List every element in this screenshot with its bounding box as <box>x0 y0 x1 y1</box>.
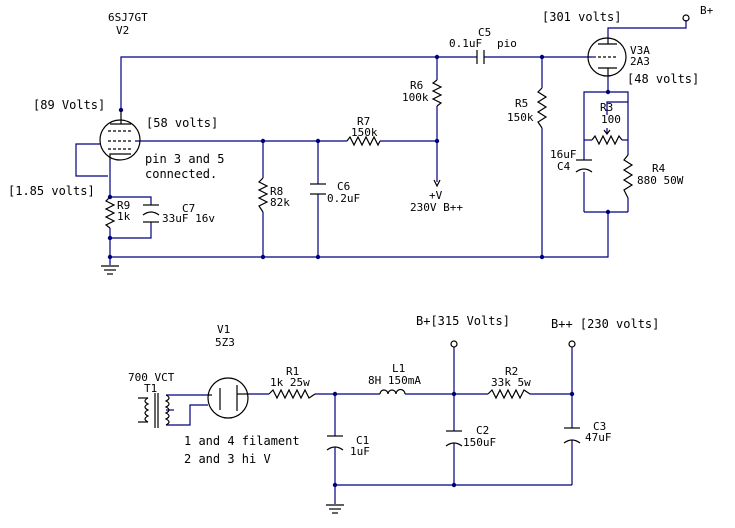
r8-value: 82k <box>270 196 290 209</box>
r7-value: 150k <box>351 126 378 139</box>
labels-stage: 6SJ7GT V2 [89 Volts] [58 volts] [1.85 vo… <box>8 4 714 225</box>
r4-value: 880 50W <box>637 174 684 187</box>
tube-v3-symbol <box>587 37 627 77</box>
c6-value: 0.2uF <box>327 192 360 205</box>
supply-230v-label: 230V B++ <box>410 201 463 214</box>
r8-ref: R8 <box>270 185 283 198</box>
terminal-230v-symbol <box>433 179 441 188</box>
v3-type: 2A3 <box>630 55 650 68</box>
r1-ref: R1 <box>286 365 299 378</box>
bplus-label: B+ <box>700 4 714 17</box>
resistor-r7-symbol <box>346 135 381 147</box>
c1-value: 1uF <box>350 445 370 458</box>
tube-v2-symbol <box>99 110 141 161</box>
v2-plate-volts: [89 Volts] <box>33 98 105 112</box>
v1-ref: V1 <box>217 323 230 336</box>
inductor-l1-symbol <box>379 388 406 395</box>
v2-screen-volts: [58 volts] <box>146 116 218 130</box>
transformer-t1-symbol <box>138 393 170 428</box>
v2-ref-label: V2 <box>116 24 129 37</box>
resistor-r5-symbol <box>536 87 548 129</box>
r4-ref: R4 <box>652 162 666 175</box>
resistor-r8-symbol <box>257 177 269 213</box>
r3-ref: R3 <box>600 101 613 114</box>
c1-ref: C1 <box>356 434 369 447</box>
resistor-r2-symbol <box>487 388 531 400</box>
capacitor-c4-symbol <box>575 159 593 173</box>
c5-ref: C5 <box>478 26 491 39</box>
capacitor-c6-symbol <box>310 183 326 195</box>
c6-ref: C6 <box>337 180 350 193</box>
rectifier-v1-symbol <box>207 377 250 419</box>
c5-type: pio <box>497 37 517 50</box>
terminal-bpp-psu-symbol <box>568 340 576 348</box>
pin-note-line2: connected. <box>145 167 217 181</box>
pin-note-line1: pin 3 and 5 <box>145 152 224 166</box>
resistor-r9-symbol <box>104 196 116 229</box>
r3-value: 100 <box>601 113 621 126</box>
labels-psu: V1 5Z3 700 VCT T1 R1 1k 25w L1 8H 150mA … <box>128 314 659 466</box>
c7-ref: C7 <box>182 202 195 215</box>
terminal-bplus-symbol <box>682 14 690 22</box>
c3-value: 47uF <box>585 431 612 444</box>
r9-value: 1k <box>117 210 131 223</box>
c5-value: 0.1uF <box>449 37 482 50</box>
r5-value: 150k <box>507 111 534 124</box>
c4-ref: C4 <box>557 160 571 173</box>
c4-value: 16uF <box>550 148 577 161</box>
c7-value: 33uF 16v <box>162 212 215 225</box>
stage-wiring <box>75 20 687 265</box>
bplus-volts: B+[315 Volts] <box>416 314 510 328</box>
v3-cathode-volts: [48 volts] <box>627 72 699 86</box>
v3-ref: V3A <box>630 44 650 57</box>
r5-ref: R5 <box>515 97 528 110</box>
v1-type: 5Z3 <box>215 336 235 349</box>
v2-type-label: 6SJ7GT <box>108 11 148 24</box>
psu-note-line1: 1 and 4 filament <box>184 434 300 448</box>
v2-cathode-volts: [1.85 volts] <box>8 184 95 198</box>
junction-dots-psu <box>332 391 575 488</box>
potentiometer-r3-symbol <box>591 129 623 146</box>
psu-note-line2: 2 and 3 hi V <box>184 452 271 466</box>
r1-value: 1k 25w <box>270 376 310 389</box>
r2-value: 33k 5w <box>491 376 531 389</box>
resistor-r4-symbol <box>622 154 634 199</box>
resistor-r6-symbol <box>431 79 443 107</box>
v3-plate-volts: [301 volts] <box>542 10 621 24</box>
capacitor-c7-symbol <box>142 204 160 223</box>
supply-plus-label: +V <box>429 189 443 202</box>
r7-ref: R7 <box>357 115 370 128</box>
c3-ref: C3 <box>593 420 606 433</box>
t1-ref: T1 <box>144 382 157 395</box>
resistor-r1-symbol <box>268 388 316 400</box>
r6-value: 100k <box>402 91 429 104</box>
l1-ref: L1 <box>392 362 405 375</box>
capacitor-c3-symbol <box>563 427 581 444</box>
r9-ref: R9 <box>117 199 130 212</box>
bpp-volts: B++ [230 volts] <box>551 317 659 331</box>
capacitor-c1-symbol <box>326 435 344 451</box>
c2-ref: C2 <box>476 424 489 437</box>
capacitor-c2-symbol <box>445 430 463 447</box>
t1-rating: 700 VCT <box>128 371 175 384</box>
terminal-bplus-psu-symbol <box>450 340 458 348</box>
r6-ref: R6 <box>410 79 423 92</box>
ground-stage-symbol <box>101 265 119 275</box>
r2-ref: R2 <box>505 365 518 378</box>
junction-dots-stage <box>107 54 611 260</box>
capacitor-c5-symbol <box>476 50 485 64</box>
ground-psu-symbol <box>326 504 344 514</box>
c2-value: 150uF <box>463 436 496 449</box>
l1-value: 8H 150mA <box>368 374 421 387</box>
